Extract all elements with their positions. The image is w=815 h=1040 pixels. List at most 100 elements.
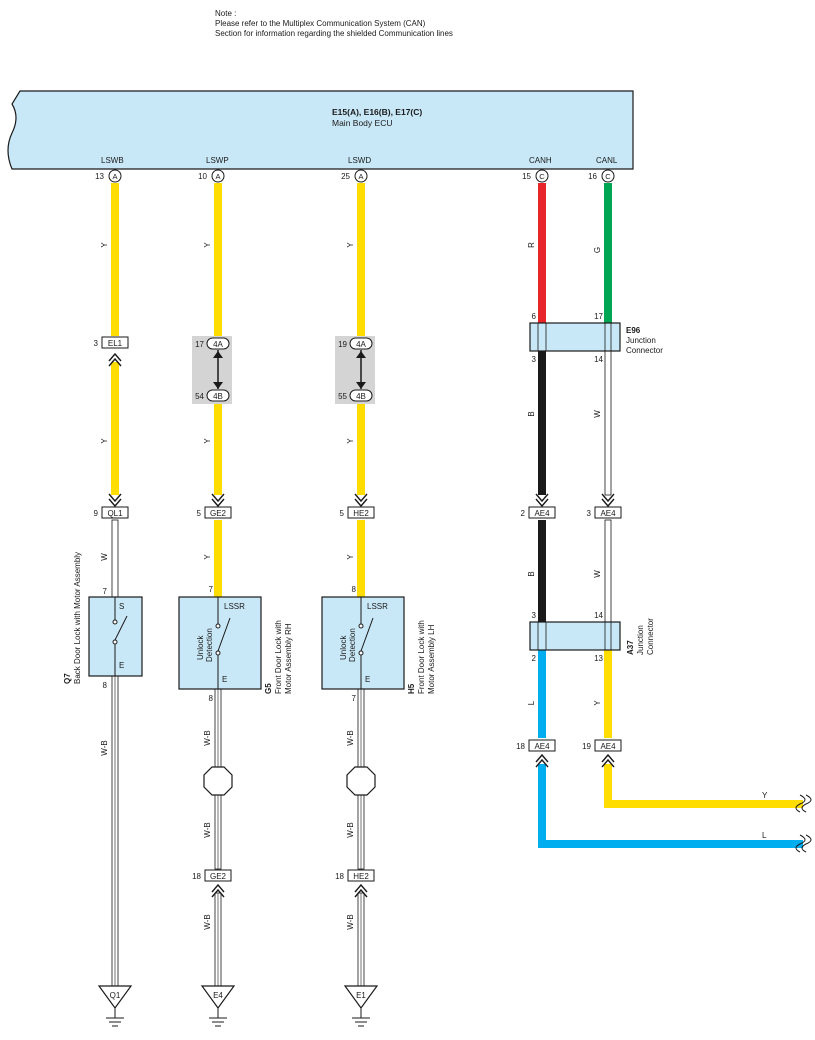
connector-ae4-canh-top: AE4 2 [521, 493, 556, 519]
wire-lswd-mid [357, 402, 365, 495]
h5-switch-label-1: Unlock [339, 635, 348, 660]
a37-pin-tl: 3 [532, 611, 537, 620]
connector-ae4-canl-low-pin: 19 [582, 742, 591, 751]
note-block: Note : Please refer to the Multiplex Com… [215, 9, 453, 38]
pin-num-lswd: 25 [341, 172, 350, 181]
pin-label-lswb: LSWB [101, 156, 124, 165]
e96-pin-tr: 17 [594, 312, 603, 321]
q7-label-s: S [119, 602, 124, 611]
g5-label-e: E [222, 675, 227, 684]
label-lswp-gnd2: W-B [203, 822, 212, 837]
pin-label-lswd: LSWD [348, 156, 371, 165]
pin-lswp: A 10 [198, 169, 225, 183]
pin-canl: C 16 [588, 169, 615, 183]
label-lswd-gnd1: W-B [346, 730, 355, 745]
ground-e4: E4 [200, 985, 236, 1027]
connector-ae4-canh-top-pin: 2 [521, 509, 526, 518]
wire-lswb-white [111, 519, 119, 598]
g5-pin-bottom: 8 [209, 694, 214, 703]
label-lswb-top: Y [100, 242, 109, 248]
g5-name-1: Front Door Lock with [274, 620, 283, 694]
wires-layer [111, 183, 803, 987]
component-g5: 7 8 LSSR E Unlock Detection G5 Front Doo… [178, 585, 293, 703]
label-lswb-mid: Y [100, 438, 109, 444]
connector-ql1: QL1 9 [94, 493, 129, 519]
connector-ge2-top-pin: 5 [197, 509, 202, 518]
a37-name-2: Connector [646, 618, 655, 655]
wire-labels: Y Y W W-B Y Y Y W-B W-B W-B Y Y Y W-B W-… [100, 242, 768, 930]
g5-switch-label-1: Unlock [196, 635, 205, 660]
e96-name-2: Connector [626, 346, 663, 355]
pin-label-canl: CANL [596, 156, 618, 165]
label-lswp-mid: Y [203, 438, 212, 444]
h5-label-lssr: LSSR [367, 602, 388, 611]
pin-conn-canh: C [539, 172, 545, 181]
connector-el1-pin: 3 [94, 339, 99, 348]
wire-canl-white-2 [604, 519, 612, 623]
label-canh-top: R [527, 242, 536, 248]
label-lswb-low: W [100, 553, 109, 561]
q7-label-e: E [119, 661, 124, 670]
junction-a37: 3 14 2 13 A37 Junction Connector [529, 611, 655, 663]
connector-lswd-4a-pin: 19 [338, 340, 347, 349]
connector-ge2-low: GE2 18 [192, 869, 232, 898]
q7-code: Q7 [63, 673, 72, 684]
ecu-subtitle: Main Body ECU [332, 118, 392, 128]
pin-conn-lswb: A [112, 172, 117, 181]
break-marks [795, 794, 812, 853]
wire-lswd-low [357, 520, 365, 597]
label-lswd-low: Y [346, 554, 355, 560]
junction-e96: 6 17 3 14 E96 Junction Connector [529, 312, 663, 364]
a37-pin-bl: 2 [532, 654, 537, 663]
pin-num-lswp: 10 [198, 172, 207, 181]
wire-canh-black-1 [538, 351, 546, 495]
connector-ge2-top: GE2 5 [197, 493, 232, 519]
connector-ae4-canh-low-name: AE4 [534, 742, 550, 751]
connector-ql1-pin: 9 [94, 509, 99, 518]
wire-canh-blue-2 [538, 764, 546, 842]
g5-code: G5 [264, 683, 273, 694]
connector-4a4b-lswd: 4A 19 4B 55 [335, 336, 375, 404]
e96-code: E96 [626, 326, 641, 335]
h5-pin-top: 8 [352, 585, 357, 594]
pin-conn-lswd: A [358, 172, 363, 181]
wire-out-l [538, 840, 803, 848]
wire-canl-yellow-2 [604, 764, 612, 808]
pin-conn-lswp: A [215, 172, 220, 181]
ecu-title: E15(A), E16(B), E17(C) [332, 107, 422, 117]
wire-lswb-top [111, 183, 119, 336]
connector-he2-top: HE2 5 [340, 493, 375, 519]
label-canl-top: G [593, 247, 602, 253]
connector-ae4-canl-top-pin: 3 [587, 509, 592, 518]
connector-ae4-canl-low: AE4 19 [582, 739, 622, 768]
connector-ae4-canh-top-name: AE4 [534, 509, 550, 518]
h5-pin-bottom: 7 [352, 694, 357, 703]
g5-pin-top: 7 [209, 585, 214, 594]
component-h5: 8 7 LSSR E Unlock Detection H5 Front Doo… [321, 585, 436, 703]
connector-ge2-low-pin: 18 [192, 872, 201, 881]
connector-ae4-canh-low: AE4 18 [516, 739, 556, 768]
connector-lswp-4b: 4B [213, 392, 223, 401]
component-q7: 7 8 S E Q7 Back Door Lock with Motor Ass… [63, 552, 143, 690]
ground-q1-label: Q1 [110, 991, 121, 1000]
label-lswb-gnd: W-B [100, 740, 109, 755]
label-lswd-gnd3: W-B [346, 914, 355, 929]
splice-lswp [203, 766, 233, 796]
g5-switch-label-2: Detection [205, 628, 214, 662]
h5-name-2: Motor Assembly LH [427, 624, 436, 694]
wire-lswb-mid [111, 362, 119, 495]
ground-q1: Q1 [97, 985, 133, 1027]
label-canh-out: L [527, 700, 536, 705]
connector-he2-top-name: HE2 [353, 509, 369, 518]
ground-e1: E1 [343, 985, 379, 1027]
wire-canh-black-2 [538, 520, 546, 622]
pin-lswb: A 13 [95, 169, 122, 183]
connector-lswp-4b-pin: 54 [195, 392, 204, 401]
connector-lswp-4a-pin: 17 [195, 340, 204, 349]
connector-ge2-top-name: GE2 [210, 509, 227, 518]
wire-lswp-low [214, 520, 222, 597]
connector-he2-low: HE2 18 [335, 869, 375, 898]
ecu-box [7, 90, 634, 170]
connector-ql1-name: QL1 [107, 509, 123, 518]
